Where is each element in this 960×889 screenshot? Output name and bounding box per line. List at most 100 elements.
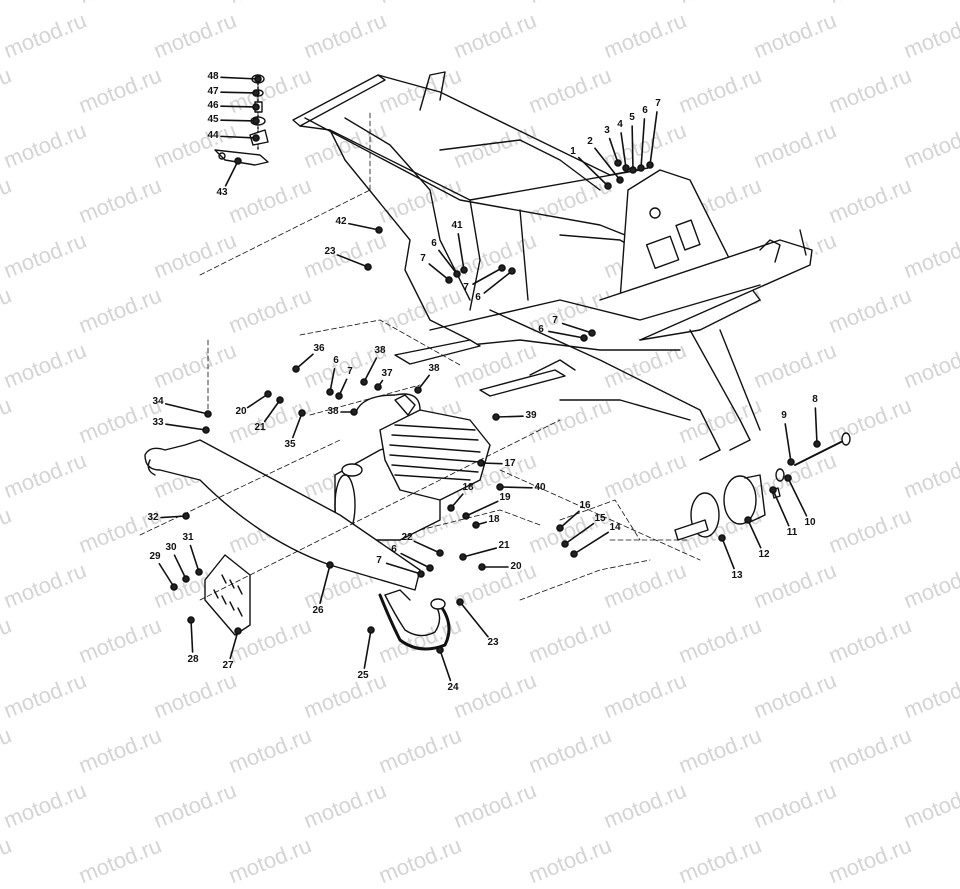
leader-line [814, 407, 818, 445]
fastener-icon [252, 117, 260, 125]
part-number-label: 3 [604, 125, 610, 136]
leader-line [220, 135, 257, 139]
watermark-text: motod.ru [300, 777, 390, 834]
leader-line [559, 510, 580, 529]
leader-line [564, 522, 595, 545]
fastener-icon [561, 540, 569, 548]
leader-line [363, 629, 372, 669]
leader-line [348, 222, 380, 231]
fastener-icon [784, 474, 792, 482]
leader-line [220, 91, 257, 94]
frame-icon [292, 71, 813, 461]
fastener-icon [456, 598, 464, 606]
part-number-label: 1 [570, 146, 576, 157]
fastener-icon [264, 390, 272, 398]
fastener-icon [496, 483, 504, 491]
leader-line [721, 537, 735, 570]
watermark-text: motod.ru [900, 777, 960, 834]
leader-line [363, 357, 378, 383]
part-number-label: 7 [655, 98, 661, 109]
fastener-icon [646, 161, 654, 169]
part-number-label: 7 [420, 253, 426, 264]
part-number-label: 7 [347, 366, 353, 377]
fastener-icon [252, 103, 260, 111]
part-number-label: 31 [182, 532, 194, 543]
fastener-icon [417, 570, 425, 578]
part-number-label: 48 [207, 71, 219, 82]
part-number-label: 6 [333, 355, 339, 366]
part-number-label: 6 [642, 105, 648, 116]
fastener-icon [360, 378, 368, 386]
part-number-label: 10 [804, 517, 816, 528]
fastener-icon [436, 549, 444, 557]
leader-line [620, 132, 627, 169]
fastener-icon [252, 89, 260, 97]
part-number-label: 21 [498, 540, 510, 551]
watermark-text: motod.ru [225, 832, 315, 889]
part-number-label: 45 [207, 114, 219, 125]
watermark-text: motod.ru [675, 722, 765, 779]
leader-line [561, 322, 593, 334]
leader-line [385, 562, 422, 575]
fastener-icon [588, 329, 596, 337]
part-number-label: 23 [324, 246, 336, 257]
leader-line [220, 105, 257, 108]
part-number-label: 26 [312, 605, 324, 616]
leader-line [329, 368, 336, 393]
fastener-icon [326, 561, 334, 569]
fastener-icon [472, 521, 480, 529]
leader-line [224, 160, 239, 187]
leader-line [319, 564, 331, 605]
leader-line [640, 118, 646, 169]
leader-line [263, 399, 281, 423]
fastener-icon [445, 276, 453, 284]
watermark-text: motod.ru [0, 722, 15, 779]
leader-line [747, 519, 762, 549]
watermark-text: motod.ru [0, 777, 90, 834]
leader-line [160, 515, 187, 519]
part-number-label: 6 [391, 544, 397, 555]
leader-line [413, 540, 441, 554]
fastener-icon [498, 264, 506, 272]
part-number-label: 5 [629, 112, 635, 123]
fastener-icon [414, 386, 422, 394]
leader-line [158, 562, 175, 588]
fastener-icon [453, 270, 461, 278]
watermark-text: motod.ru [750, 777, 840, 834]
frame-exhaust-drawing [139, 71, 851, 682]
watermark-text: motod.ru [600, 777, 690, 834]
part-number-label: 14 [609, 522, 621, 533]
leader-line [784, 423, 792, 463]
part-number-label: 44 [207, 130, 219, 141]
fastener-icon [367, 626, 375, 634]
watermark-text: motod.ru [675, 832, 765, 889]
watermark-text: motod.ru [825, 722, 915, 779]
part-number-label: 20 [235, 406, 247, 417]
fastener-icon [252, 134, 260, 142]
part-number-label: 40 [534, 482, 546, 493]
fastener-icon [813, 440, 821, 448]
reference-lines [139, 109, 701, 601]
fastener-icon [204, 410, 212, 418]
part-number-label: 41 [451, 220, 463, 231]
leader-line [787, 477, 808, 517]
leader-line [472, 267, 503, 285]
fastener-icon [326, 388, 334, 396]
part-number-label: 38 [374, 345, 386, 356]
fastener-icon [170, 583, 178, 591]
watermark-text: motod.ru [0, 832, 15, 889]
part-number-label: 30 [165, 542, 177, 553]
leader-line [190, 619, 194, 653]
leader-line [400, 552, 431, 569]
watermark-text: motod.ru [525, 832, 615, 889]
part-number-label: 27 [222, 660, 234, 671]
fastener-icon [335, 392, 343, 400]
watermark-text: motod.ru [450, 777, 540, 834]
watermark-text: motod.ru [375, 722, 465, 779]
leader-line [548, 330, 585, 339]
leader-line [246, 393, 269, 409]
part-number-label: 37 [381, 368, 393, 379]
leader-line [594, 147, 621, 181]
fastener-icon [459, 553, 467, 561]
